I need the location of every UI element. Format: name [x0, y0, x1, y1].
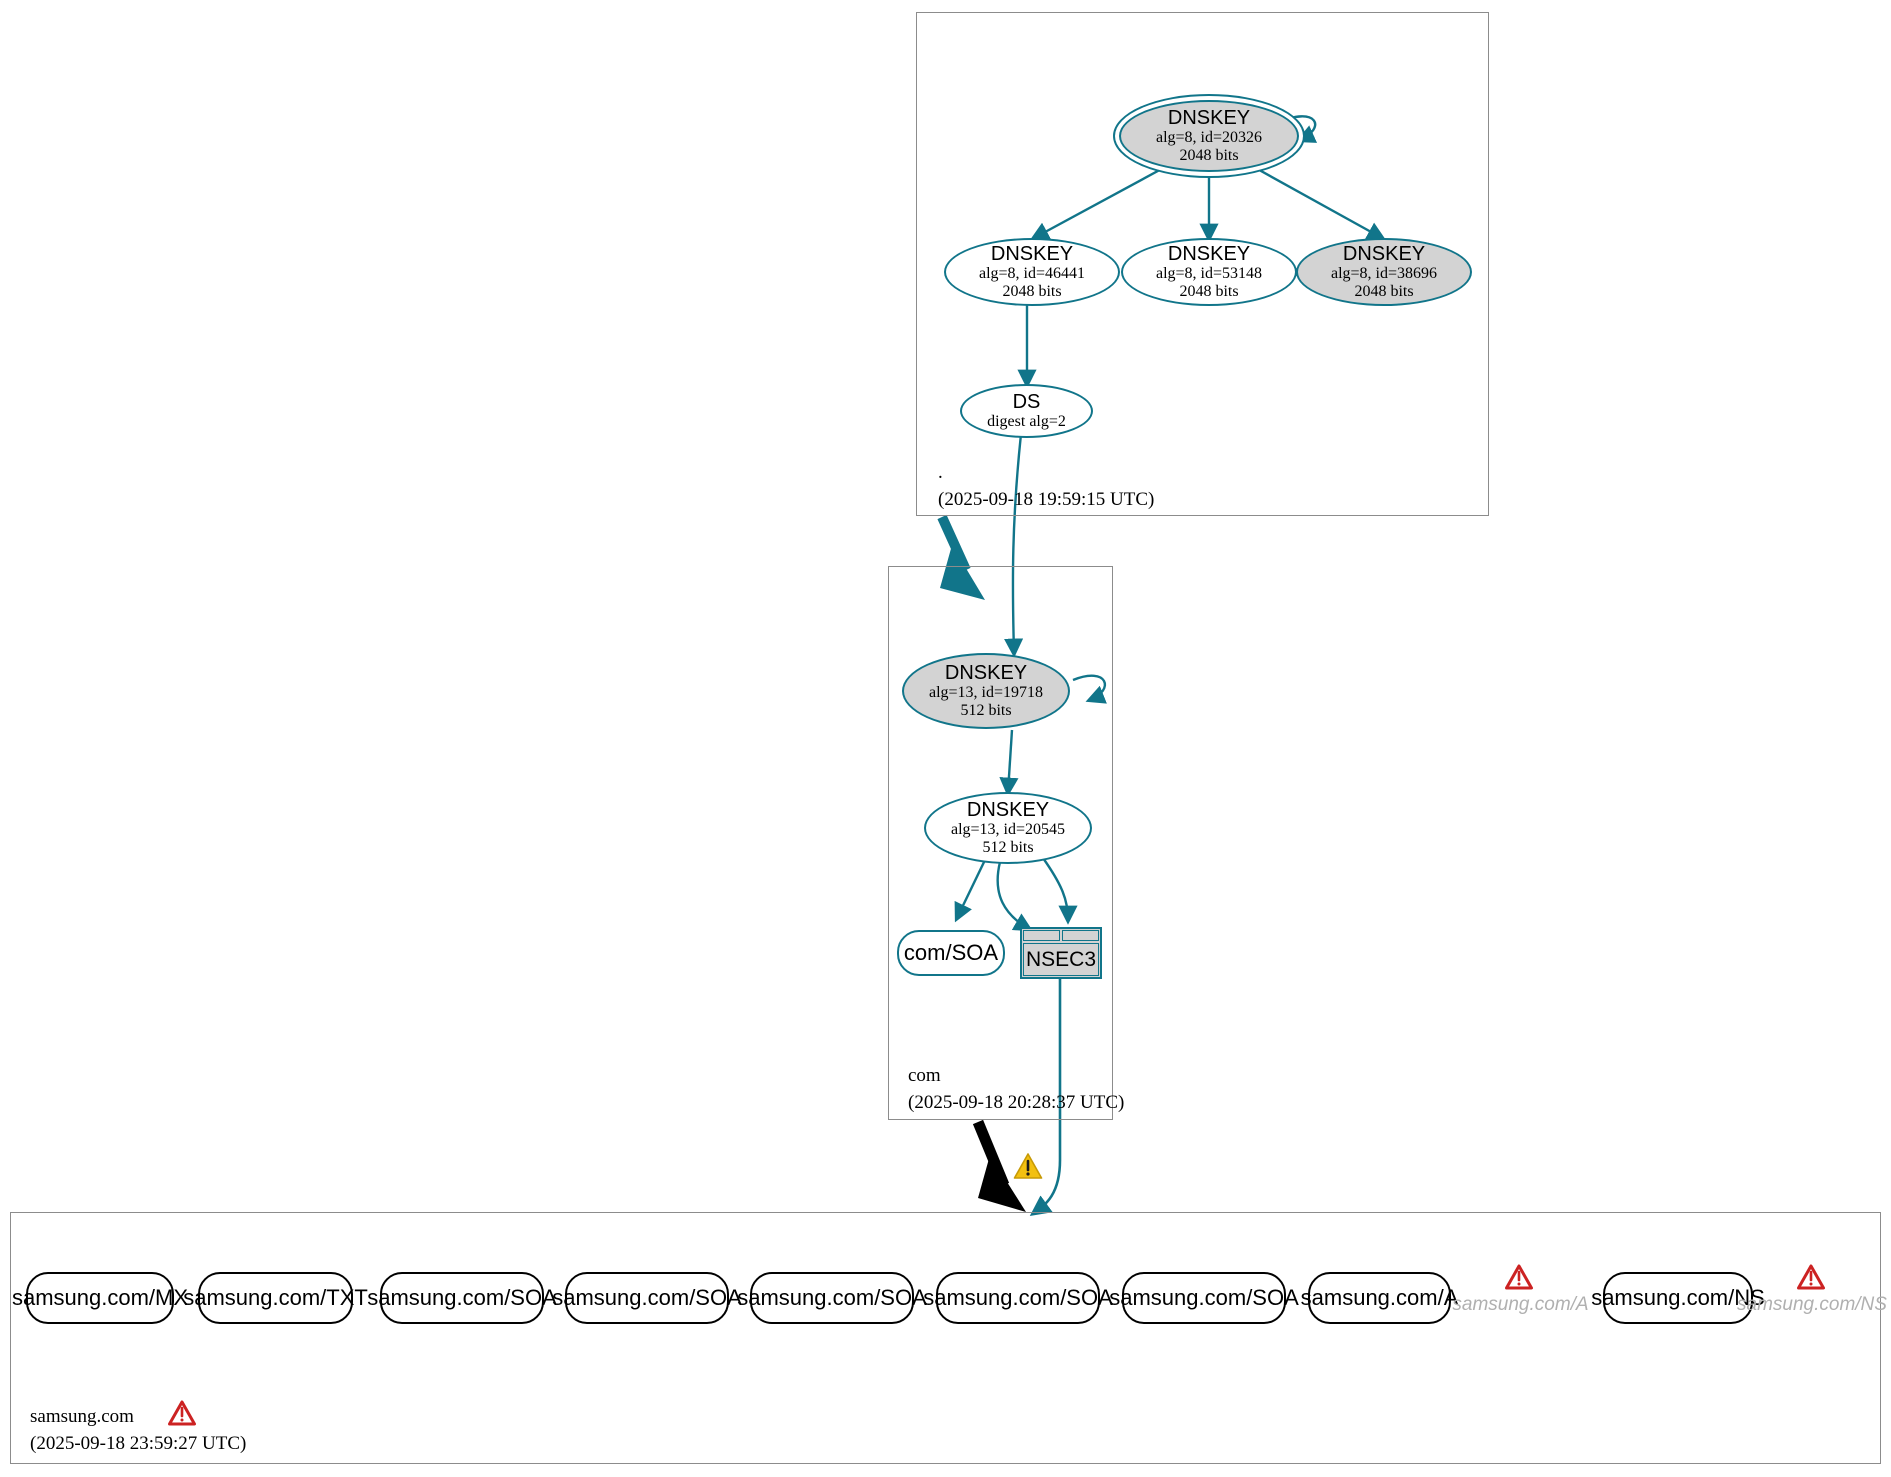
ds-params-label: digest alg=2: [987, 413, 1066, 431]
dnskey-node-com-zsk[interactable]: DNSKEY alg=13, id=20545 512 bits: [924, 792, 1092, 864]
nsec3-cell-right: [1062, 930, 1099, 941]
edge-delegation-com-to-samsung: [972, 1119, 1026, 1212]
dnskey-node-root-zsk-46441[interactable]: DNSKEY alg=8, id=46441 2048 bits: [944, 238, 1120, 306]
edge-delegation-root-to-com: [937, 514, 985, 600]
rrset-box-samsung-mx[interactable]: samsung.com/MX: [12, 1272, 188, 1324]
dnskey-type-label: DNSKEY: [944, 661, 1028, 684]
warning-triangle-red-icon-ns: [1797, 1264, 1825, 1290]
rrset-box-samsung-soa-1[interactable]: samsung.com/SOA: [367, 1272, 557, 1324]
edge-root-ksk-to-zsk-38696: [1251, 164, 1387, 241]
edge-com-ksk-self-sign: [1072, 674, 1107, 704]
dnskey-size-label: 2048 bits: [1354, 283, 1414, 301]
dnskey-size-label: 512 bits: [982, 839, 1034, 857]
dnskey-type-label: DNSKEY: [1342, 242, 1426, 265]
zone-box-samsung: [10, 1212, 1881, 1464]
edge-com-zsk-to-nsec3-a: [996, 861, 1034, 932]
dnskey-params-label: alg=13, id=20545: [950, 821, 1066, 839]
dnskey-params-label: alg=8, id=20326: [1155, 129, 1263, 147]
dnskey-node-root-zsk-53148[interactable]: DNSKEY alg=8, id=53148 2048 bits: [1121, 238, 1297, 306]
dnskey-node-root-zsk-38696[interactable]: DNSKEY alg=8, id=38696 2048 bits: [1296, 238, 1472, 306]
rrset-box-com-soa[interactable]: com/SOA: [897, 930, 1005, 976]
dnskey-size-label: 2048 bits: [1179, 283, 1239, 301]
rrset-box-samsung-soa-3[interactable]: samsung.com/SOA: [737, 1272, 927, 1324]
dnskey-params-label: alg=8, id=38696: [1330, 265, 1438, 283]
rrset-box-samsung-txt[interactable]: samsung.com/TXT: [183, 1272, 368, 1324]
dnskey-size-label: 2048 bits: [1002, 283, 1062, 301]
edge-ds-to-com-ksk: [1004, 433, 1024, 658]
rrset-ghost-samsung-ns: samsung.com/NS: [1737, 1294, 1887, 1315]
ds-type-label: DS: [1012, 390, 1041, 413]
dnskey-size-label: 2048 bits: [1179, 147, 1239, 165]
dnskey-size-label: 512 bits: [960, 702, 1012, 720]
rrset-box-samsung-soa-4[interactable]: samsung.com/SOA: [923, 1272, 1113, 1324]
edge-nsec3-to-samsung-zone: [1029, 975, 1062, 1217]
dnskey-type-label: DNSKEY: [1167, 242, 1251, 265]
dnskey-node-com-ksk[interactable]: DNSKEY alg=13, id=19718 512 bits: [902, 653, 1070, 729]
zone-name-samsung: samsung.com: [30, 1406, 134, 1427]
dnskey-type-label: DNSKEY: [1167, 106, 1251, 129]
warning-triangle-red-icon-zone: [168, 1400, 196, 1426]
nsec3-header-cells: [1022, 929, 1100, 942]
rrset-box-samsung-soa-5[interactable]: samsung.com/SOA: [1109, 1272, 1299, 1324]
zone-name-com: com: [908, 1065, 941, 1086]
dnskey-params-label: alg=13, id=19718: [928, 684, 1044, 702]
dnskey-params-label: alg=8, id=53148: [1155, 265, 1263, 283]
dnskey-type-label: DNSKEY: [990, 242, 1074, 265]
rrset-box-samsung-soa-2[interactable]: samsung.com/SOA: [552, 1272, 742, 1324]
zone-timestamp-root: (2025-09-18 19:59:15 UTC): [938, 489, 1155, 510]
warning-triangle-yellow-icon: [1013, 1153, 1043, 1179]
nsec3-label: NSEC3: [1023, 943, 1099, 976]
zone-box-root: [916, 12, 1489, 516]
dnskey-params-label: alg=8, id=46441: [978, 265, 1086, 283]
zone-name-root: .: [938, 462, 943, 483]
rrset-box-samsung-ns[interactable]: samsung.com/NS: [1591, 1272, 1765, 1324]
nsec3-node-com[interactable]: NSEC3: [1020, 927, 1102, 979]
rrset-box-samsung-a[interactable]: samsung.com/A: [1301, 1272, 1458, 1324]
edge-com-ksk-to-zsk: [999, 729, 1019, 797]
dnskey-type-label: DNSKEY: [966, 798, 1050, 821]
rrset-ghost-samsung-a: samsung.com/A: [1452, 1294, 1589, 1315]
edge-com-zsk-to-nsec3-b: [1042, 857, 1078, 925]
zone-box-com: [888, 566, 1113, 1120]
dnskey-node-root-ksk[interactable]: DNSKEY alg=8, id=20326 2048 bits: [1119, 100, 1299, 172]
edge-root-ksk-to-zsk-46441: [1029, 164, 1168, 241]
edge-com-zsk-to-soa: [954, 859, 987, 923]
ds-node-root[interactable]: DS digest alg=2: [960, 384, 1093, 438]
zone-timestamp-com: (2025-09-18 20:28:37 UTC): [908, 1092, 1125, 1113]
nsec3-cell-left: [1023, 930, 1060, 941]
zone-timestamp-samsung: (2025-09-18 23:59:27 UTC): [30, 1433, 247, 1454]
warning-triangle-red-icon-a: [1505, 1264, 1533, 1290]
